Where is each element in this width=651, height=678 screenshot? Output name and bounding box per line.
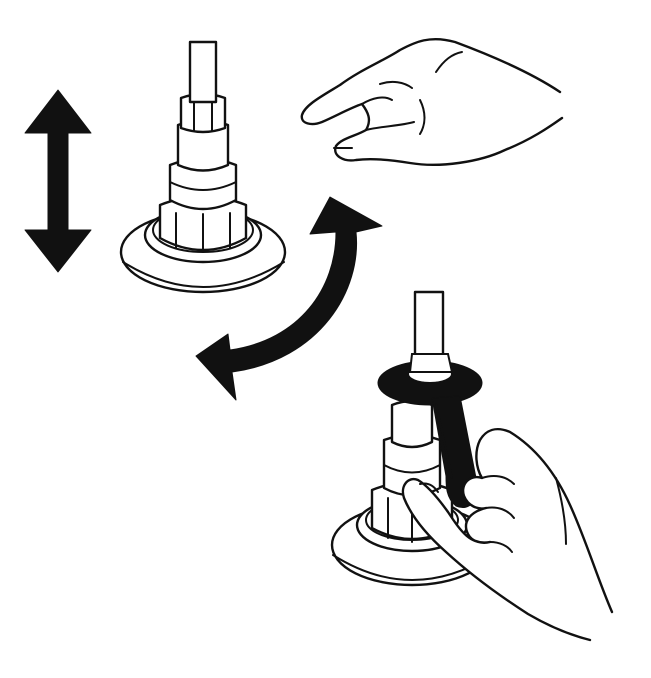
wrench-icon (377, 353, 483, 508)
pointing-hand-icon (300, 37, 564, 166)
gripping-hand-icon (401, 428, 614, 642)
double-headed-vertical-arrow-icon (24, 89, 92, 273)
leveling-foot-top (119, 40, 287, 294)
curved-rotation-arrow-icon (195, 196, 383, 401)
